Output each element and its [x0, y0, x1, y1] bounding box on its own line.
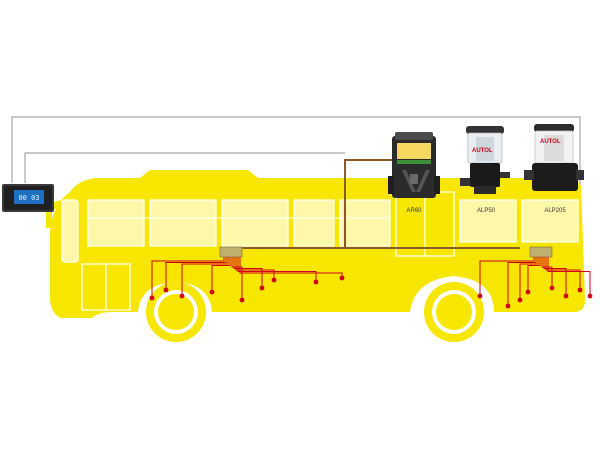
rear-lube-point [587, 293, 593, 299]
lcd-controller-icon: 00 03 [2, 184, 54, 212]
signal-cable-inner [24, 152, 345, 183]
front-lube-point [339, 275, 345, 281]
bus-front-door [81, 263, 131, 311]
rear-lube-point [577, 287, 583, 293]
pump-brand-alp50: AUTOL [472, 148, 493, 154]
front-feed-line [151, 257, 225, 298]
pump-label-alp50: ALP50 [477, 208, 496, 214]
main-supply-pipe [240, 159, 520, 249]
bus [46, 170, 585, 342]
pump-ar60-icon [388, 132, 440, 198]
pump-alp205-icon [524, 124, 584, 191]
front-feed-line [165, 257, 227, 290]
rear-lube-point [549, 285, 555, 291]
front-distributor-group [149, 246, 345, 303]
front-feed-line [211, 257, 231, 292]
front-feed-line [239, 257, 343, 278]
rear-wheel [424, 282, 484, 342]
window-1 [87, 199, 145, 247]
window-2 [149, 199, 217, 247]
front-lube-point [163, 287, 169, 293]
controller-display-text: 00 03 [18, 194, 39, 202]
rear-lube-point [505, 303, 511, 309]
pump-brand-alp205: AUTOL [540, 139, 561, 145]
controller-screen [14, 190, 44, 204]
front-wheel [146, 282, 206, 342]
front-lube-point [239, 297, 245, 303]
front-lube-point [259, 285, 265, 291]
window-front-door [61, 199, 79, 263]
front-feed-line [231, 257, 243, 300]
rear-distributor-group [477, 246, 593, 309]
window-4 [293, 199, 335, 247]
rear-lube-point [563, 293, 569, 299]
front-feed-line [181, 257, 229, 296]
front-distributor [219, 246, 243, 258]
pump-label-alp205: ALP205 [544, 208, 566, 214]
rear-lube-point [477, 293, 483, 299]
front-feed-line [237, 257, 317, 282]
rear-feed-line [507, 257, 537, 306]
front-lube-point [149, 295, 155, 301]
window-3 [221, 199, 289, 247]
window-5 [339, 199, 391, 247]
rear-feed-line [479, 257, 535, 296]
rear-feed-line [545, 257, 581, 290]
rear-feed-line [543, 257, 567, 296]
rear-lube-point [517, 297, 523, 303]
front-lube-point [313, 279, 319, 285]
rear-feed-line [541, 257, 553, 288]
pump-label-ar60: AR60 [406, 208, 422, 214]
rear-lube-point [525, 289, 531, 295]
front-feed-line [235, 257, 275, 280]
pump-alp50-icon [460, 126, 510, 194]
rear-feed-line [519, 257, 539, 300]
front-lube-point [209, 289, 215, 295]
rear-feed-line [527, 257, 541, 292]
front-feed-line [233, 257, 263, 288]
bus-windows [61, 199, 391, 263]
front-lube-point [179, 293, 185, 299]
front-lube-point [271, 277, 277, 283]
rear-feed-line [547, 257, 591, 296]
rear-distributor [529, 246, 553, 258]
bus-roof-unit [140, 170, 258, 178]
bus-rear-windows [459, 199, 579, 243]
